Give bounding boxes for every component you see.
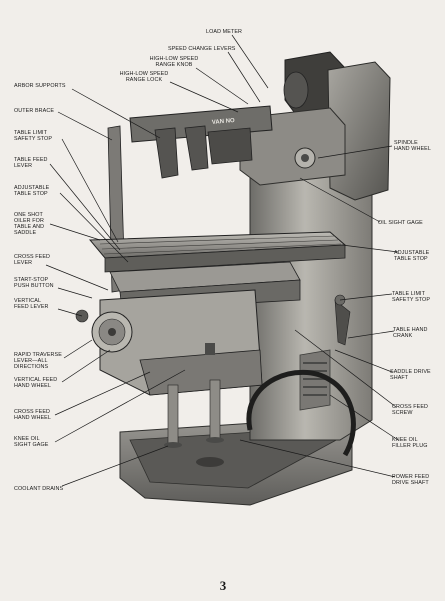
label-coolant-drains: COOLANT DRAINS [14,486,64,492]
label-table-limit-safety-stop-right-2: SAFETY STOP [392,297,431,303]
label-spindle-handwheel-2: HAND WHEEL [394,146,431,152]
coolant-hose [246,369,356,457]
label-table-limit-safety-stop-left-1: TABLE LIMIT [14,130,48,136]
label-table-hand-crank-2: CRANK [393,333,413,339]
label-knee-oil-filler-plug-2: FILLER PLUG [392,443,428,449]
label-vertical-feed-handwheel-2: HAND WHEEL [14,383,51,389]
work-table [88,231,347,273]
label-rapid-traverse-1: RAPID TRAVERSE [14,352,62,358]
label-hl-speed-range-lock-2: RANGE LOCK [125,77,163,83]
label-vertical-feed-handwheel-1: VERTICAL FEED [14,377,58,383]
label-oil-sight-gage: OIL SIGHT GAGE [378,220,423,226]
label-load-meter: LOAD METER [206,29,243,35]
label-one-shot-oiler-1: ONE SHOT [14,212,43,218]
vertical-feed-handwheel [75,309,133,353]
label-one-shot-oiler-3: TABLE AND [14,224,45,230]
label-rapid-traverse-3: DIRECTIONS [14,364,49,370]
label-one-shot-oiler-4: SADDLE [14,230,37,236]
machine-head [239,51,391,201]
table-hand-crank [334,294,351,346]
label-rapid-traverse-2: LEVER—ALL [14,358,48,364]
label-cross-feed-lever-1: CROSS FEED [14,254,51,260]
label-start-stop-2: PUSH BUTTON [14,283,54,289]
label-cross-feed-screw-1: CROSS FEED [392,404,429,410]
label-adjustable-table-stop-right-1: ADJUSTABLE [394,250,430,256]
label-table-feed-lever-2: LEVER [14,163,33,169]
label-adjustable-table-stop-right-2: TABLE STOP [394,256,428,262]
label-one-shot-oiler-2: OILER FOR [14,218,44,224]
elevating-supports [164,379,224,448]
overarm [129,105,273,179]
label-knee-oil-sight-gage-2: SIGHT GAGE [14,442,49,448]
label-cross-feed-handwheel-1: CROSS FEED [14,409,51,415]
label-power-feed-drive-shaft-2: DRIVE SHAFT [392,480,429,486]
label-outer-brace: OUTER BRACE [14,108,55,114]
label-table-limit-safety-stop-right-1: TABLE LIMIT [392,291,426,297]
label-saddle-drive-shaft-2: SHAFT [390,375,409,381]
page-number: 3 [219,578,227,593]
label-knee-oil-filler-plug-1: KNEE OIL [392,437,418,443]
label-cross-feed-handwheel-2: HAND WHEEL [14,415,51,421]
label-hl-speed-range-lock-1: HIGH-LOW SPEED [119,71,169,77]
label-start-stop-1: START-STOP [14,277,49,283]
nameplate-text: VAN NO [212,118,236,126]
label-table-hand-crank-1: TABLE HAND [393,327,428,333]
label-spindle-handwheel-1: SPINDLE [394,140,418,146]
label-speed-change-levers: SPEED CHANGE LEVERS [168,46,236,52]
label-vertical-feed-lever-2: FEED LEVER [14,304,49,310]
label-hl-speed-range-knob-1: HIGH-LOW SPEED [149,56,199,62]
label-saddle-drive-shaft-1: SADDLE DRIVE [390,369,431,375]
label-arbor-supports: ARBOR SUPPORTS [14,83,66,89]
label-vertical-feed-lever-1: VERTICAL [14,298,42,304]
label-cross-feed-screw-2: SCREW [392,410,413,416]
label-knee-oil-sight-gage-1: KNEE OIL [14,436,40,442]
label-adjustable-table-stop-left-1: ADJUSTABLE [14,185,50,191]
leader-lines [45,34,399,487]
label-table-feed-lever-1: TABLE FEED [14,157,48,163]
knee [99,289,263,396]
label-power-feed-drive-shaft-1: POWER FEED [392,474,430,480]
label-adjustable-table-stop-left-2: TABLE STOP [14,191,48,197]
label-hl-speed-range-knob-2: RANGE KNOB [155,62,193,68]
machine-column [249,139,373,441]
label-cross-feed-lever-2: LEVER [14,260,33,266]
label-table-limit-safety-stop-left-2: SAFETY STOP [14,136,53,142]
